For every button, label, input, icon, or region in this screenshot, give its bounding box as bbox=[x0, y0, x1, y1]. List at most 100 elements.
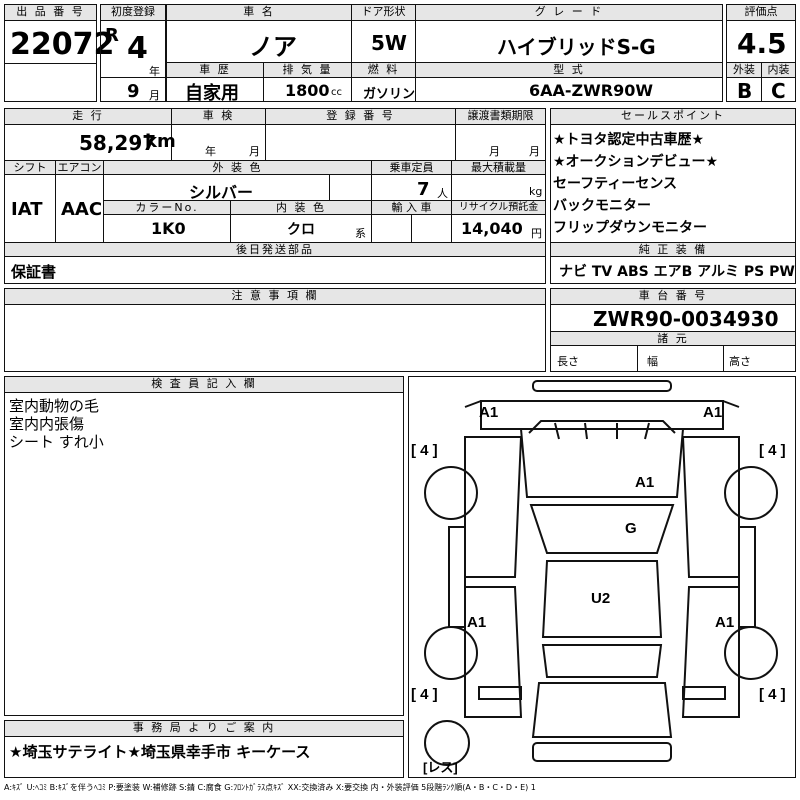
score-box: 評価点 4.5 外装 内装 B C bbox=[726, 4, 796, 103]
history-label: 車 歴 bbox=[167, 63, 263, 78]
inspector-label: 検 査 員 記 入 欄 bbox=[5, 377, 403, 393]
recycle-label: リサイクル預託金 bbox=[451, 201, 545, 215]
deadline-month-unit: 月 bbox=[489, 145, 500, 158]
color-no-label: カラーNo. bbox=[104, 201, 230, 215]
history: 自家用 bbox=[185, 83, 239, 104]
mark-g-windshield: G bbox=[625, 520, 637, 537]
office-box: 事 務 局 よ り ご 案 内 ★埼玉サテライト★埼玉県幸手市 キーケース bbox=[4, 720, 404, 778]
fuel-label: 燃 料 bbox=[351, 63, 415, 78]
inspection-label: 車 検 bbox=[171, 109, 265, 125]
chassis-label: 車 台 番 号 bbox=[551, 289, 795, 305]
first-registration-box: 初度登録 R 4 年 9 月 bbox=[100, 4, 166, 102]
car-info-box: 車 名 ドア形状 グ レ ー ド ノア 5W ハイブリッドS-G 車 歴 排 気… bbox=[166, 4, 723, 104]
color-suffix: 系 bbox=[355, 227, 366, 240]
aircon-label: エアコン bbox=[55, 161, 103, 175]
chassis-box: 車 台 番 号 ZWR90-0034930 諸 元 長さ 幅 高さ bbox=[550, 288, 796, 372]
cc-unit: cc bbox=[331, 87, 342, 98]
max-load-label: 最大積載量 bbox=[451, 161, 545, 175]
model: 6AA-ZWR90W bbox=[529, 81, 654, 100]
door-type: 5W bbox=[371, 31, 407, 55]
notes-label: 注 意 事 項 欄 bbox=[5, 289, 545, 305]
car-outline: A1 A1 A1 G U2 A1 A1 [ 4 ] [ 4 ] [ 4 ] [ … bbox=[411, 380, 786, 775]
ext-color-label: 外 装 色 bbox=[103, 161, 371, 175]
color-number: 1K0 bbox=[151, 219, 186, 238]
office-note: ★埼玉サテライト★埼玉県幸手市 キーケース bbox=[9, 743, 311, 761]
mark-a1-rear-left: A1 bbox=[467, 614, 486, 631]
int-color: クロ bbox=[287, 222, 315, 238]
first-registration-label: 初度登録 bbox=[101, 5, 165, 21]
door-label: ドア形状 bbox=[351, 5, 415, 21]
tire-front-left: [ 4 ] bbox=[411, 442, 438, 459]
deadline-day-unit: 月 bbox=[529, 145, 540, 158]
mark-a1-rear-right: A1 bbox=[715, 614, 734, 631]
transfer-deadline-label: 譲渡書類期限 bbox=[455, 109, 545, 125]
inspector-box: 検 査 員 記 入 欄 室内動物の毛 室内内張傷 シート すれ小 bbox=[4, 376, 404, 716]
mileage-block: 走 行 車 検 登 録 番 号 譲渡書類期限 58,297 km 年 月 月 月… bbox=[4, 108, 546, 284]
sales-point-4: バックモニター bbox=[553, 198, 651, 214]
sales-point-2: ★オークションデビュー★ bbox=[553, 154, 719, 170]
tire-rear-right: [ 4 ] bbox=[759, 686, 786, 703]
inspector-note-2: 室内内張傷 bbox=[9, 415, 85, 433]
interior-label: 内装 bbox=[761, 63, 795, 78]
sales-points-label: セールスポイント bbox=[551, 109, 795, 125]
height-label: 高さ bbox=[729, 355, 751, 368]
displacement-label: 排 気 量 bbox=[263, 63, 351, 78]
equipment: ナビ TV ABS エアB アルミ PS PW bbox=[559, 264, 795, 280]
width-label: 幅 bbox=[647, 355, 658, 368]
lot-number-box: 出 品 番 号 22072 bbox=[4, 4, 114, 102]
mark-a1-front-right: A1 bbox=[703, 404, 722, 421]
inspection-month-unit: 月 bbox=[249, 145, 260, 158]
sales-points-box: セールスポイント ★トヨタ認定中古車歴★ ★オークションデビュー★ セーフティー… bbox=[550, 108, 796, 284]
model-label: 型 式 bbox=[415, 63, 722, 78]
shift: IAT bbox=[11, 199, 43, 220]
mark-a1-front-left: A1 bbox=[479, 404, 498, 421]
sales-point-1: ★トヨタ認定中古車歴★ bbox=[553, 132, 705, 148]
equipment-label: 純 正 装 備 bbox=[551, 243, 795, 257]
tire-rear-left: [ 4 ] bbox=[411, 686, 438, 703]
length-label: 長さ bbox=[557, 355, 579, 368]
legend: A:ｷｽﾞ U:ﾍｺﾐ B:ｷｽﾞを伴うﾍｺﾐ P:要塗装 W:補修跡 S:錆 … bbox=[4, 783, 536, 792]
score-label: 評価点 bbox=[727, 5, 795, 21]
import-label: 輸 入 車 bbox=[371, 201, 451, 215]
capacity: 7 bbox=[417, 179, 430, 200]
notes-box: 注 意 事 項 欄 bbox=[4, 288, 546, 372]
exterior-grade: B bbox=[737, 79, 753, 103]
recycle-fee: 14,040 bbox=[461, 219, 523, 238]
exterior-label: 外装 bbox=[727, 63, 761, 78]
registration-number-label: 登 録 番 号 bbox=[265, 109, 455, 125]
yen-unit: 円 bbox=[531, 227, 542, 240]
people-unit: 人 bbox=[437, 187, 448, 200]
inspector-note-1: 室内動物の毛 bbox=[9, 397, 100, 415]
sales-point-3: セーフティーセンス bbox=[553, 176, 678, 192]
office-label: 事 務 局 よ り ご 案 内 bbox=[5, 721, 403, 737]
sales-point-5: フリップダウンモニター bbox=[553, 220, 707, 236]
mark-a1-hood: A1 bbox=[635, 474, 654, 491]
int-color-label: 内 装 色 bbox=[230, 201, 371, 215]
capacity-label: 乗車定員 bbox=[371, 161, 451, 175]
mileage-label: 走 行 bbox=[5, 109, 171, 125]
car-name-label: 車 名 bbox=[167, 5, 351, 21]
chassis-number: ZWR90-0034930 bbox=[593, 307, 779, 331]
damage-diagram: A1 A1 A1 G U2 A1 A1 [ 4 ] [ 4 ] [ 4 ] [ … bbox=[408, 376, 796, 778]
registration-year: 4 bbox=[127, 31, 148, 66]
fuel: ガソリン bbox=[363, 87, 416, 102]
registration-month: 9 bbox=[127, 81, 140, 102]
score: 4.5 bbox=[737, 27, 787, 60]
mileage: 58,297 bbox=[79, 131, 157, 155]
shift-label: シフト bbox=[5, 161, 55, 175]
mark-u2-roof: U2 bbox=[591, 590, 610, 607]
tire-front-right: [ 4 ] bbox=[759, 442, 786, 459]
aircon: AAC bbox=[61, 199, 103, 220]
interior-grade: C bbox=[771, 79, 786, 103]
km-unit: km bbox=[145, 131, 176, 152]
spare-tire: [レス] bbox=[423, 760, 458, 775]
later-parts-label: 後日発送部品 bbox=[5, 243, 545, 257]
car-name: ノア bbox=[249, 33, 297, 61]
kg-unit: kg bbox=[529, 185, 543, 198]
month-unit: 月 bbox=[149, 89, 160, 102]
grade-label: グ レ ー ド bbox=[415, 5, 722, 21]
displacement: 1800 bbox=[285, 81, 330, 100]
year-unit: 年 bbox=[149, 65, 160, 78]
ext-color: シルバー bbox=[189, 183, 254, 202]
specs-label: 諸 元 bbox=[551, 332, 795, 346]
